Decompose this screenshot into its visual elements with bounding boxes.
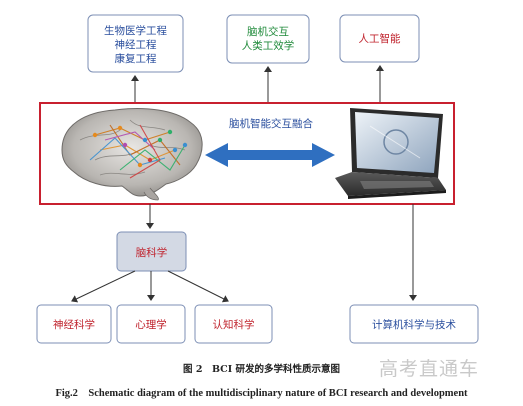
figure-caption-cn: 图 2 BCI 研发的多学科性质示意图: [183, 364, 340, 375]
figure-caption-en: Fig.2 Schematic diagram of the multidisc…: [55, 388, 468, 399]
arrow-to-neuroscience: [71, 270, 136, 303]
bci-ergonomics-line-1: 脑机交互: [247, 25, 289, 38]
arrow-to-cognitive-science: [167, 270, 229, 303]
box-neuroscience: 神经科学: [36, 304, 112, 344]
biomedical-line-1: 生物医学工程: [104, 24, 167, 37]
box-cognitive-science: 认知科学: [194, 304, 273, 344]
bidirectional-arrow: [205, 143, 335, 167]
cognitive-science-label: 认知科学: [213, 318, 255, 331]
biomedical-line-2: 神经工程: [115, 38, 157, 51]
neuroscience-label: 神经科学: [53, 318, 95, 331]
laptop-illustration: [335, 108, 446, 199]
box-bci-ergonomics: 脑机交互 人类工效学: [226, 14, 310, 64]
watermark: 高考直通车: [379, 358, 480, 380]
fusion-label: 脑机智能交互融合: [229, 117, 313, 130]
bci-ergonomics-line-2: 人类工效学: [242, 39, 295, 52]
psychology-label: 心理学: [135, 318, 167, 331]
ai-label: 人工智能: [359, 32, 401, 45]
box-artificial-intelligence: 人工智能: [339, 14, 420, 63]
biomedical-line-3: 康复工程: [115, 52, 157, 65]
box-computer-science: 计算机科学与技术: [349, 304, 479, 344]
brain-science-label: 脑科学: [136, 246, 168, 259]
brain-illustration: [61, 108, 203, 201]
computer-science-label: 计算机科学与技术: [372, 318, 456, 331]
box-psychology: 心理学: [116, 304, 186, 344]
box-brain-science: 脑科学: [116, 231, 187, 272]
box-biomedical-engineering: 生物医学工程 神经工程 康复工程: [87, 14, 184, 73]
